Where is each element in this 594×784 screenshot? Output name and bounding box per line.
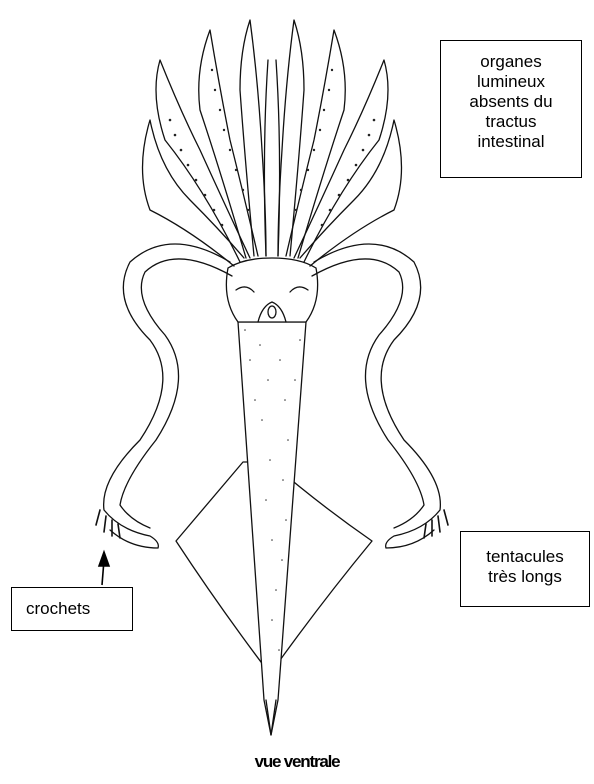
arm-suckers	[169, 69, 376, 227]
arm	[294, 60, 388, 262]
arrow-crochets	[99, 552, 109, 585]
label-line: intestinal	[441, 132, 581, 152]
caption: vue ventrale	[0, 752, 594, 772]
arm	[300, 120, 402, 266]
arm	[240, 20, 266, 256]
label-box-crochets: crochets	[11, 587, 133, 631]
label-line: crochets	[26, 599, 132, 619]
mantle	[238, 322, 306, 735]
label-box-tentacules: tentacules très longs	[460, 531, 590, 607]
arm	[278, 20, 304, 256]
arm	[156, 60, 250, 262]
tentacle-left	[104, 244, 230, 548]
tentacle-right	[314, 244, 440, 548]
arm	[286, 30, 345, 258]
arm	[199, 30, 258, 258]
label-line: tractus	[441, 112, 581, 132]
label-line: très longs	[461, 567, 589, 587]
label-box-organes: organes lumineux absents du tractus inte…	[440, 40, 582, 178]
label-line: absents du	[441, 92, 581, 112]
head	[226, 258, 317, 322]
label-line: lumineux	[441, 72, 581, 92]
label-line: tentacules	[461, 547, 589, 567]
label-line: organes	[441, 52, 581, 72]
arm	[143, 120, 245, 266]
